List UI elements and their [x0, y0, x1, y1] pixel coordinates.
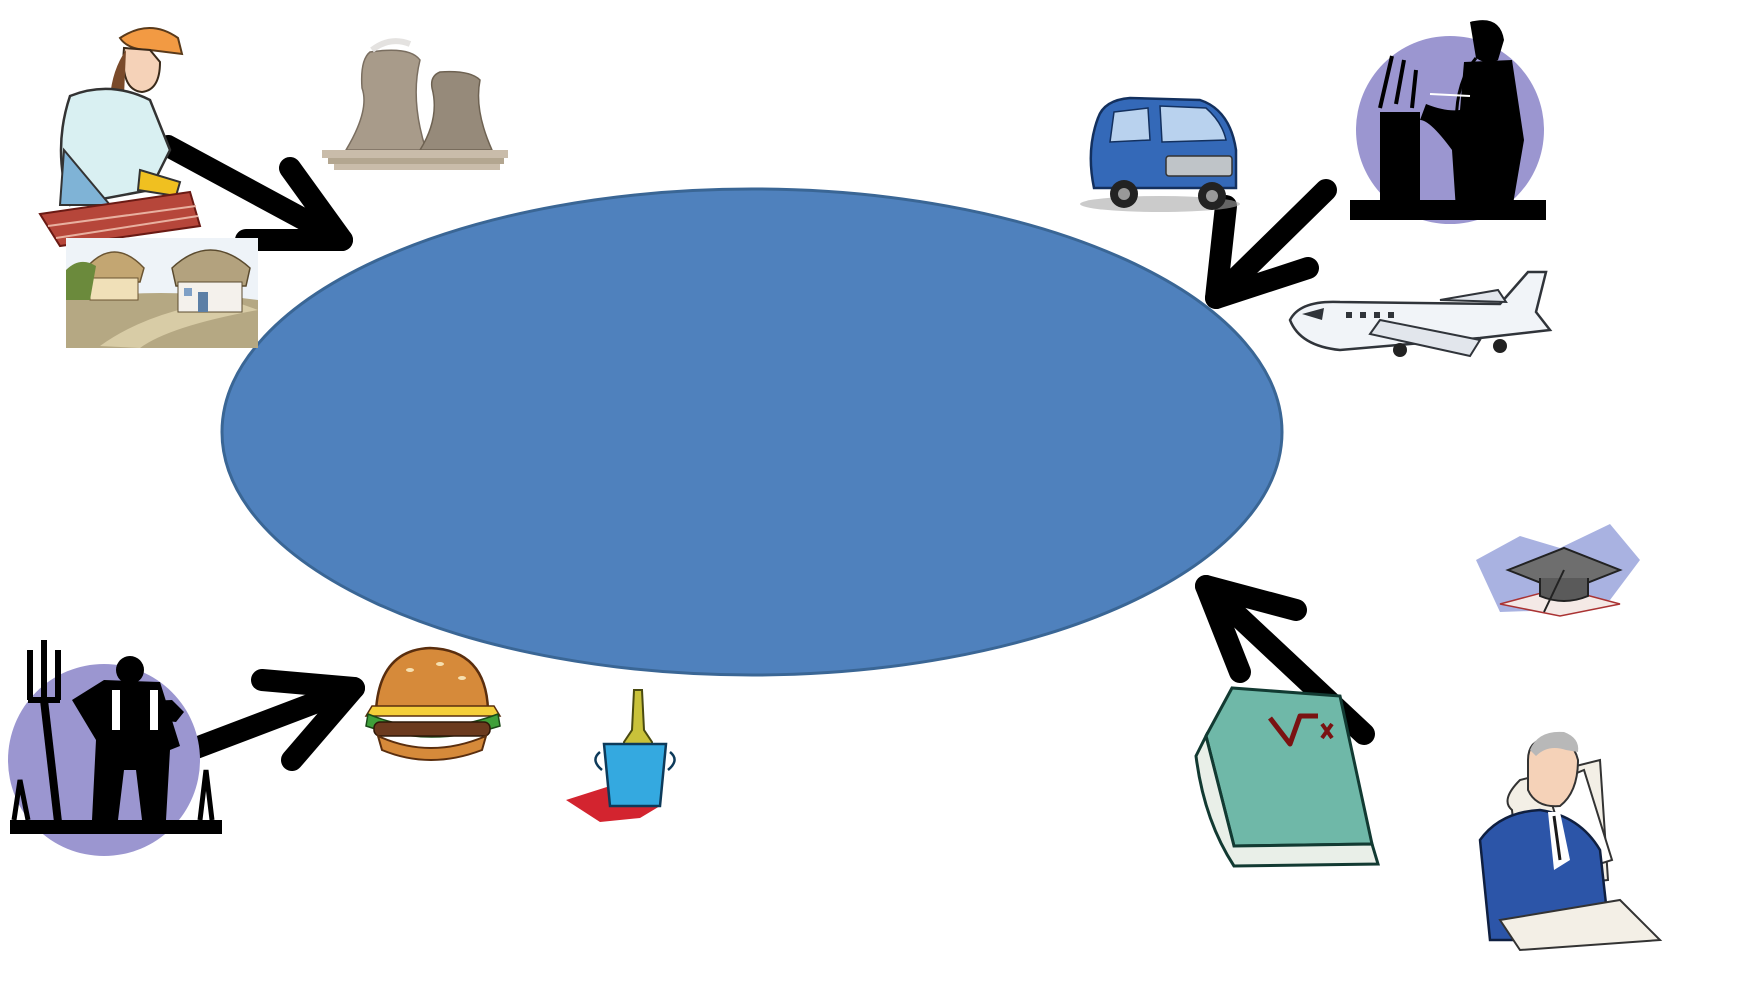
arrow-bottom-left	[196, 680, 354, 760]
farmer-icon	[8, 640, 222, 856]
village-houses-icon	[66, 238, 258, 348]
bricklayer-icon	[40, 28, 200, 246]
champagne-bucket-icon	[556, 690, 675, 822]
cooling-towers-icon	[322, 41, 508, 170]
minivan-icon	[1080, 98, 1240, 212]
welder-icon	[1350, 20, 1546, 224]
hamburger-icon	[366, 648, 500, 760]
graduation-cap-icon	[1468, 518, 1654, 644]
center-ellipse	[222, 189, 1282, 675]
businessman-icon	[1480, 732, 1660, 950]
jet-plane-icon	[1290, 272, 1550, 357]
